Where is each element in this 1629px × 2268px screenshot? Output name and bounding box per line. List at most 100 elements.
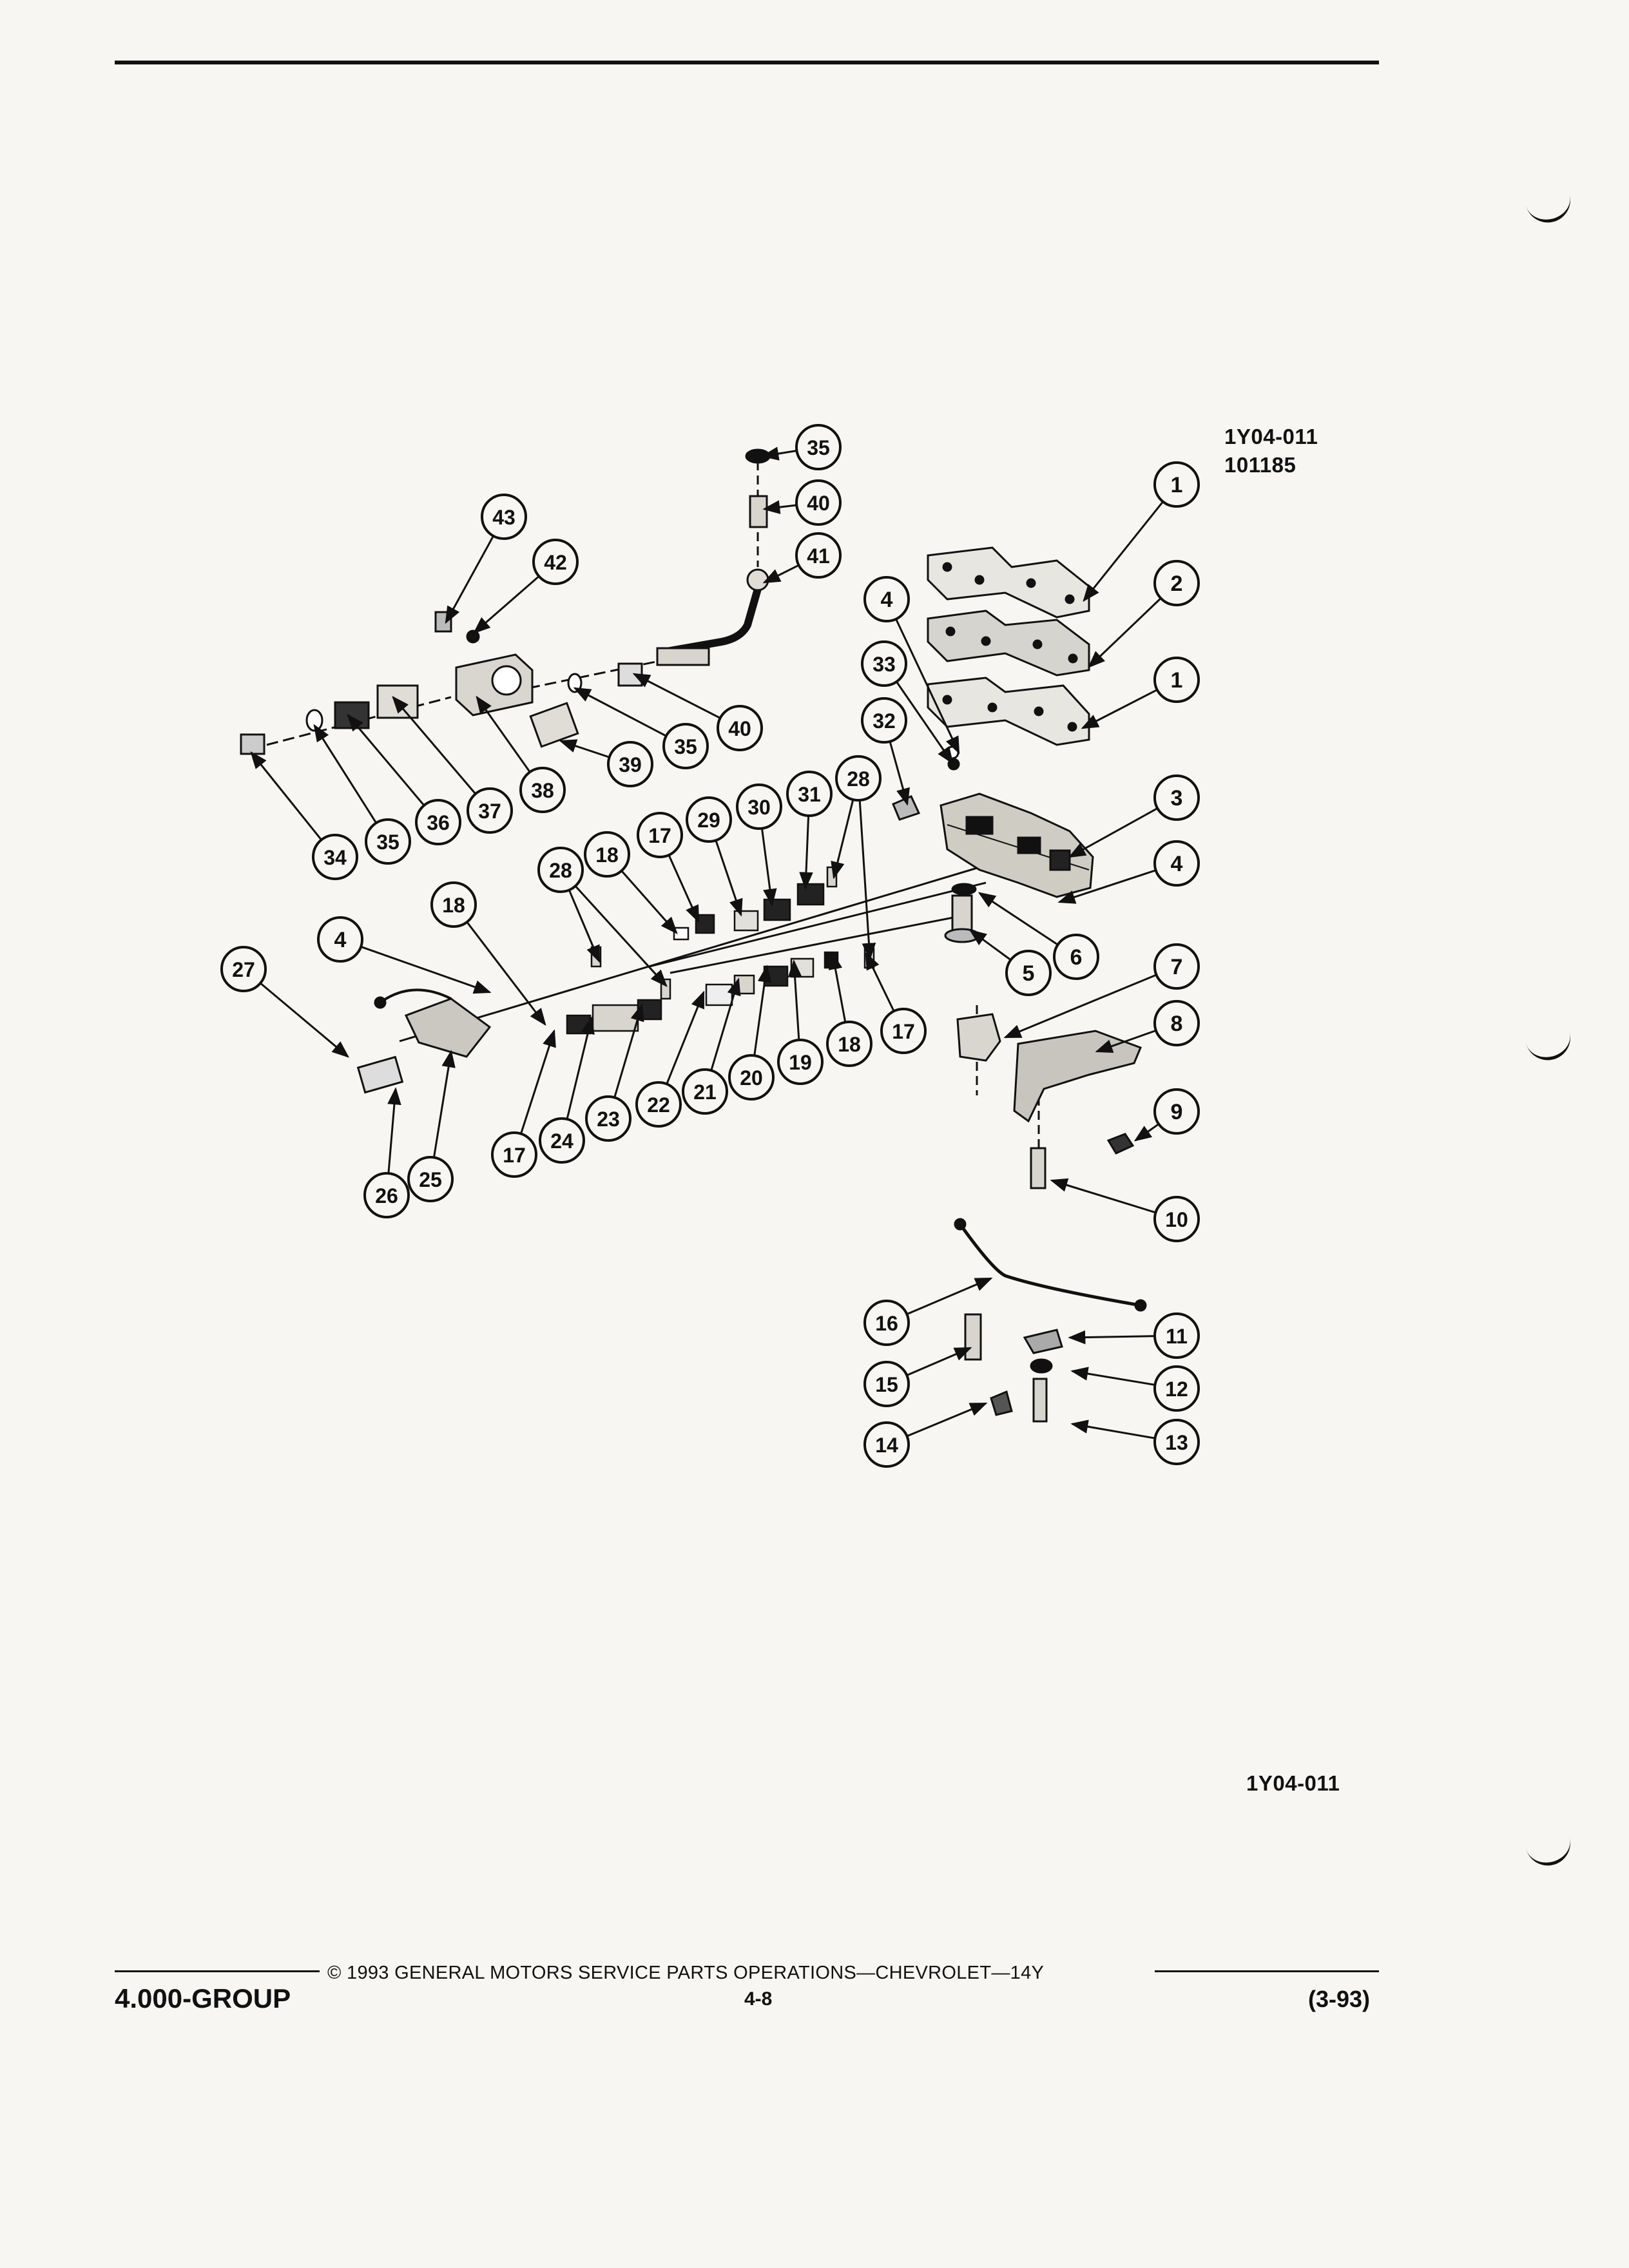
figure-footer-id: 1Y04-011 [1246,1771,1340,1795]
callout-leader [895,619,960,754]
callout-34: 34 [312,834,358,880]
callout-5: 5 [1005,950,1052,996]
callout-number: 35 [674,735,697,758]
callout-6: 6 [1053,934,1099,980]
gasket-plate [927,610,1090,677]
callout-circle [220,946,267,992]
callout-number: 33 [872,653,896,676]
callout-number: 7 [1171,955,1183,979]
callout-circle [467,787,513,834]
callout-number: 28 [847,767,870,791]
callout-leader [762,564,800,584]
callout-17: 17 [637,812,683,858]
callout-number: 23 [597,1108,620,1131]
callout-24: 24 [539,1117,585,1164]
callout-leader [632,673,721,719]
callout-number: 30 [747,796,771,819]
callout-number: 15 [875,1373,898,1396]
callout-18: 18 [584,831,630,878]
callout-number: 1 [1171,668,1183,693]
callout-30: 30 [736,783,782,830]
callout-number: 41 [807,544,830,568]
callout-leader [906,1347,972,1376]
callout-7: 7 [1153,943,1200,990]
callout-number: 35 [376,831,400,854]
callout-number: 28 [549,859,572,882]
callout-circle [1153,1419,1200,1465]
callout-number: 43 [492,506,516,529]
callout-leader [621,870,678,935]
footer-rule-left [115,1970,320,1972]
callout-number: 34 [323,846,347,869]
callout-circle [682,1068,728,1115]
callout-35: 35 [365,818,411,865]
callout-number: 14 [875,1434,898,1457]
callout-leader [831,799,854,879]
callout-leader [1133,1123,1160,1142]
figure-code: 101185 [1224,453,1296,477]
callout-number: 12 [1165,1378,1188,1401]
callout-leader [1070,1419,1155,1439]
callout-circle [1153,943,1200,990]
callout-leader [753,965,772,1056]
callout-leader [761,447,797,461]
callout-circle [863,576,910,622]
pressure-regulator-assembly [240,611,579,755]
callout-number: 40 [728,717,751,740]
callout-circle [1005,950,1052,996]
callout-3: 3 [1153,774,1200,821]
oil-pipe-assembly [567,448,771,693]
callout-leader [1088,597,1162,668]
callout-leader [896,681,954,765]
callout-10: 10 [1153,1196,1200,1242]
callout-leader [432,1050,456,1158]
callout-number: 32 [872,709,896,733]
callout-leader [566,1016,595,1120]
callout-17: 17 [491,1131,537,1178]
callout-41: 41 [795,532,842,579]
solenoid-assembly [356,988,492,1094]
callout-number: 17 [892,1020,915,1043]
callout-number: 21 [693,1081,717,1104]
spacer-plate-upper [927,546,1090,619]
callout-circle [1153,840,1200,887]
callout-number: 2 [1171,572,1183,596]
callout-leader [250,751,322,841]
valve-train-parts [566,866,875,1035]
callout-number: 3 [1171,786,1183,811]
callout-leader [668,854,700,923]
callout-circle [863,1361,910,1407]
callout-leader [762,500,797,514]
callout-leader [476,695,531,773]
callout-circle [365,818,411,865]
callout-leader [865,952,895,1012]
callout-circle [481,494,527,540]
callout-leader [978,892,1059,946]
callout-leader [360,945,492,994]
callout-circle [1153,1000,1200,1046]
callout-40: 40 [717,705,763,751]
callout-leader [559,739,610,758]
callout-leader [787,959,802,1041]
callout-15: 15 [863,1361,910,1407]
top-rule [115,61,1379,64]
callout-35: 35 [662,723,709,769]
callout-number: 24 [550,1129,574,1153]
callout-circle [1153,1088,1200,1135]
callout-number: 26 [375,1184,398,1207]
callout-leader [347,713,425,806]
callout-leader [906,1277,993,1316]
middle-axis-line [670,914,967,974]
callout-33: 33 [861,640,907,687]
callout-circle [795,479,842,526]
callout-leader [573,687,667,737]
callout-leader [969,929,1012,961]
callout-circle [637,812,683,858]
callout-number: 25 [419,1168,442,1191]
callout-4: 4 [863,576,910,622]
callout-leader [1081,689,1158,729]
callout-circle [1153,560,1200,606]
callout-leader [715,840,743,917]
callout-circle [863,1300,910,1346]
callout-circle [1153,1196,1200,1242]
